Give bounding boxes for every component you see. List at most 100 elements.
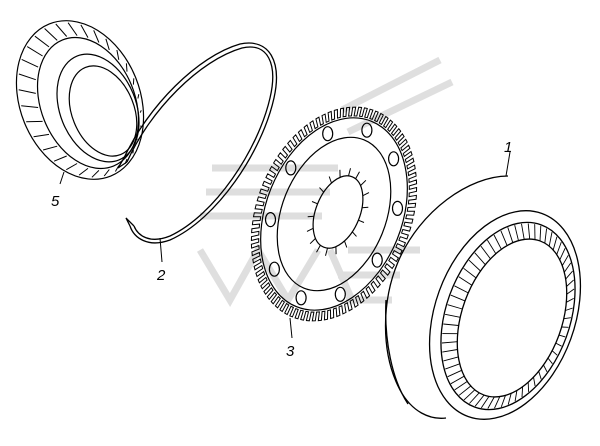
bearing-roller bbox=[55, 23, 68, 37]
ring-tooth bbox=[566, 288, 575, 295]
gear-hub bbox=[250, 106, 418, 322]
ring-tooth bbox=[514, 224, 519, 241]
bearing-roller bbox=[93, 30, 100, 43]
ring-tooth bbox=[458, 385, 472, 396]
ring-tooth bbox=[500, 395, 506, 408]
mounting-hole bbox=[361, 122, 373, 138]
mounting-hole bbox=[371, 252, 383, 268]
ring-tooth bbox=[445, 313, 461, 318]
bearing-roller bbox=[66, 163, 78, 171]
ring-tooth bbox=[563, 317, 571, 320]
ring-tooth bbox=[566, 298, 574, 303]
bearing-roller bbox=[34, 35, 50, 48]
ring-tooth bbox=[521, 386, 524, 398]
ring-tooth bbox=[458, 276, 473, 286]
part-label-1: 1 bbox=[504, 139, 512, 156]
ring-tooth bbox=[454, 381, 468, 391]
ring-tooth bbox=[555, 342, 562, 347]
ring-tooth bbox=[538, 371, 542, 380]
spline-tooth bbox=[362, 192, 370, 197]
spline-tooth bbox=[306, 227, 314, 232]
ring-tooth bbox=[552, 236, 558, 251]
roller-bearing bbox=[15, 20, 145, 180]
ring-tooth bbox=[487, 239, 497, 254]
bearing-roller bbox=[132, 149, 134, 154]
mounting-hole bbox=[322, 126, 334, 142]
spline-tooth bbox=[325, 247, 328, 256]
bearing-roller bbox=[139, 110, 142, 113]
bearing-roller bbox=[18, 89, 36, 94]
ring-tooth bbox=[442, 349, 458, 353]
ring-tooth bbox=[447, 369, 462, 378]
ring-tooth bbox=[507, 227, 514, 243]
ring-tooth bbox=[468, 259, 481, 272]
bearing-roller bbox=[78, 168, 89, 176]
spline-tooth bbox=[355, 171, 360, 179]
ring-tooth bbox=[556, 241, 562, 255]
ring-tooth bbox=[559, 248, 566, 260]
ring-tooth bbox=[474, 394, 485, 407]
spline-tooth bbox=[351, 231, 357, 237]
mounting-hole bbox=[285, 160, 297, 176]
ring-tooth bbox=[487, 396, 495, 409]
bearing-roller bbox=[103, 169, 110, 177]
ring-tooth bbox=[454, 285, 469, 294]
ring-tooth bbox=[548, 232, 553, 247]
ring-tooth bbox=[563, 262, 572, 273]
retaining-ring bbox=[117, 42, 278, 244]
mounting-hole bbox=[268, 261, 280, 277]
gear-tooth-profile bbox=[250, 106, 418, 322]
part-label-2: 2 bbox=[156, 267, 166, 284]
ring-tooth bbox=[445, 363, 460, 370]
ring-tooth bbox=[558, 334, 566, 338]
bearing-roller bbox=[42, 145, 58, 151]
spline-tooth bbox=[311, 201, 318, 205]
ring-tooth bbox=[566, 279, 575, 287]
spline-tooth bbox=[358, 219, 365, 223]
bearing-roller bbox=[80, 24, 89, 38]
ring-tooth bbox=[561, 255, 569, 266]
hub-inner-spline bbox=[306, 168, 370, 256]
bearing-rollers bbox=[18, 22, 142, 178]
mounting-hole bbox=[388, 151, 400, 167]
ring-tooth bbox=[443, 323, 459, 326]
bearing-roller bbox=[91, 170, 100, 178]
bearing-roller bbox=[26, 46, 43, 57]
leader-lines bbox=[59, 151, 511, 339]
spline-tooth bbox=[316, 245, 321, 253]
ring-tooth bbox=[443, 356, 459, 362]
ring-tooth bbox=[494, 396, 501, 409]
ring-tooth bbox=[447, 304, 463, 310]
bearing-roller bbox=[116, 49, 120, 60]
spline-tooth bbox=[309, 238, 316, 245]
ring-tooth bbox=[565, 270, 573, 280]
ring-tooth bbox=[544, 228, 548, 244]
ring-tooth bbox=[469, 392, 480, 404]
ring-tooth bbox=[493, 234, 502, 250]
mounting-hole bbox=[295, 290, 307, 306]
ring-tooth bbox=[543, 364, 548, 373]
bearing-roller bbox=[44, 28, 58, 41]
gear-mounting-holes bbox=[264, 122, 404, 306]
bearing-roller bbox=[67, 22, 78, 36]
spline-tooth bbox=[319, 187, 325, 193]
bearing-roller bbox=[53, 155, 67, 162]
ring-tooth bbox=[480, 396, 490, 409]
ring-tooth bbox=[565, 307, 573, 311]
bearing-roller bbox=[18, 73, 36, 81]
bearing-roller bbox=[21, 58, 39, 68]
spline-tooth bbox=[328, 176, 332, 184]
mounting-hole bbox=[334, 286, 346, 302]
ring-tooth bbox=[463, 267, 477, 279]
bearing-roller bbox=[21, 105, 39, 108]
ring-tooth bbox=[551, 350, 558, 356]
ring-tooth bbox=[463, 389, 476, 401]
bearing-roller bbox=[33, 133, 50, 138]
spline-tooth bbox=[344, 240, 348, 248]
bearing-roller bbox=[105, 38, 110, 51]
ring-inner-teeth bbox=[441, 223, 575, 409]
bearing-roller bbox=[137, 94, 140, 99]
ring-tooth bbox=[450, 294, 466, 302]
